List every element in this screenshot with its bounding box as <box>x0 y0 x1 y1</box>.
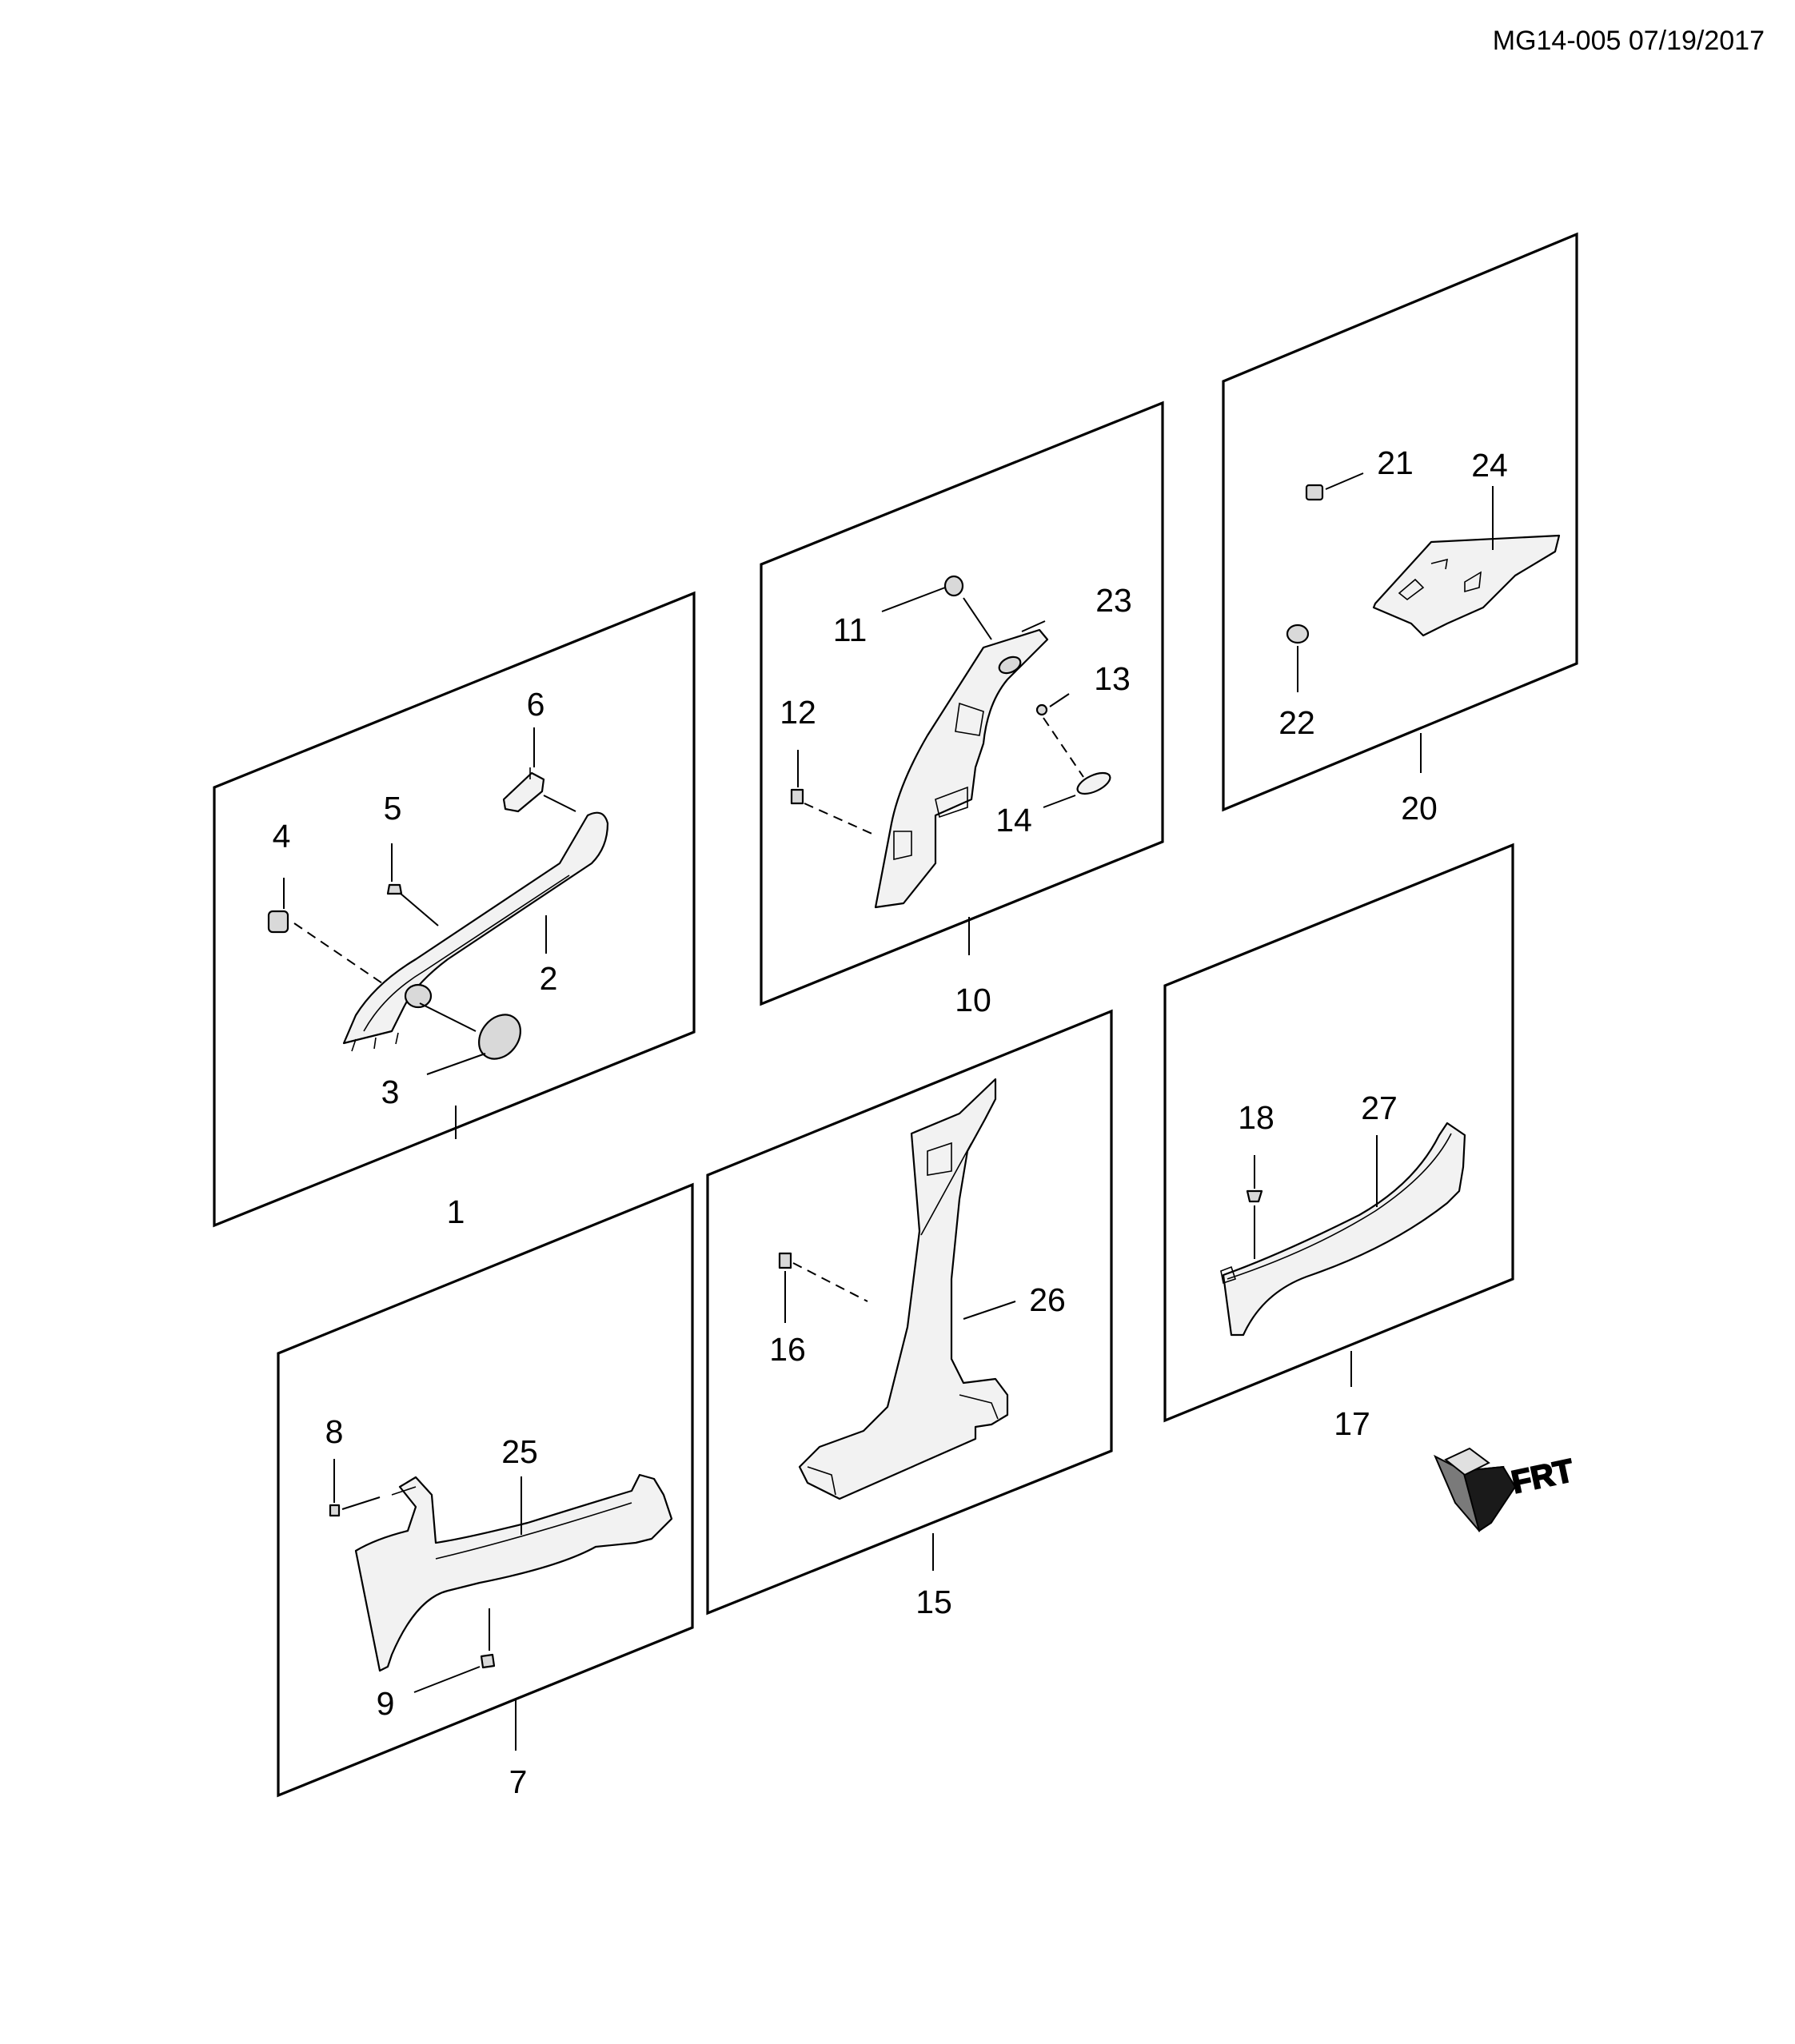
callout-11: 11 <box>833 612 868 648</box>
callout-10: 10 <box>955 982 991 1018</box>
callout-18: 18 <box>1238 1099 1274 1136</box>
callout-15: 15 <box>915 1584 952 1620</box>
callout-4: 4 <box>273 818 291 855</box>
callout-1: 1 <box>447 1193 465 1230</box>
part-12-clip <box>790 788 804 805</box>
callout-5: 5 <box>384 790 402 827</box>
a-pillar-trim-part-2 <box>342 811 609 1045</box>
part-21-clip <box>1305 484 1324 501</box>
front-direction-indicator: FRT <box>1433 1447 1578 1532</box>
callout-26: 26 <box>1029 1281 1066 1318</box>
panel-17-rear-sill-trim: 17 18 27 <box>1163 843 1514 1442</box>
part-13-screw <box>1035 703 1048 716</box>
part-22-grommet <box>1286 624 1310 644</box>
callout-13: 13 <box>1094 660 1131 697</box>
panel-20-rear-trim: 20 21 22 24 <box>1222 232 1578 827</box>
callout-24: 24 <box>1471 447 1508 484</box>
document-id: MG14-005 07/19/2017 <box>1493 26 1765 56</box>
rear-trim-part-24 <box>1372 534 1561 637</box>
callout-12: 12 <box>780 694 816 731</box>
panel-1-frame <box>213 591 696 1228</box>
callout-22: 22 <box>1278 704 1315 741</box>
callout-7: 7 <box>509 1763 528 1800</box>
part-4-clip <box>267 910 289 934</box>
frt-label: FRT <box>1509 1453 1577 1500</box>
callout-9: 9 <box>377 1685 395 1722</box>
panel-7-front-sill-trim: 7 8 9 25 <box>277 1182 694 1800</box>
panel-1-a-pillar-trim: 1 2 3 4 5 6 <box>213 591 696 1230</box>
part-11-clip <box>943 575 964 597</box>
callout-21: 21 <box>1377 444 1414 481</box>
part-16-clip <box>778 1252 792 1269</box>
callout-25: 25 <box>501 1433 538 1470</box>
part-3-cap <box>478 1014 521 1060</box>
callout-20: 20 <box>1401 790 1438 827</box>
callout-6: 6 <box>527 686 545 723</box>
callout-3: 3 <box>381 1074 400 1110</box>
callout-14: 14 <box>995 802 1032 839</box>
panel-10-quarter-trim: 10 11 12 13 14 23 <box>760 400 1164 1018</box>
pillar-grommet-hole <box>404 983 433 1009</box>
part-6-bracket <box>502 771 545 813</box>
callout-2: 2 <box>540 960 558 997</box>
part-18-clip <box>1246 1189 1263 1203</box>
part-9-clip <box>480 1653 496 1669</box>
part-14-cover <box>1076 771 1111 795</box>
quarter-trim-part-23 <box>874 628 1049 909</box>
panel-7-frame <box>277 1182 694 1798</box>
callout-16: 16 <box>769 1331 806 1368</box>
panel-20-frame <box>1222 232 1578 812</box>
callout-8: 8 <box>325 1413 344 1450</box>
callout-27: 27 <box>1361 1090 1398 1126</box>
callout-23: 23 <box>1095 582 1132 619</box>
panel-15-b-pillar-trim: 15 16 26 <box>706 1009 1113 1620</box>
part-8-clip <box>329 1504 341 1517</box>
part-5-clip <box>386 883 403 895</box>
front-sill-trim-part-25 <box>354 1473 673 1672</box>
callout-17: 17 <box>1334 1405 1370 1442</box>
b-pillar-trim-part-26 <box>798 1078 1009 1500</box>
